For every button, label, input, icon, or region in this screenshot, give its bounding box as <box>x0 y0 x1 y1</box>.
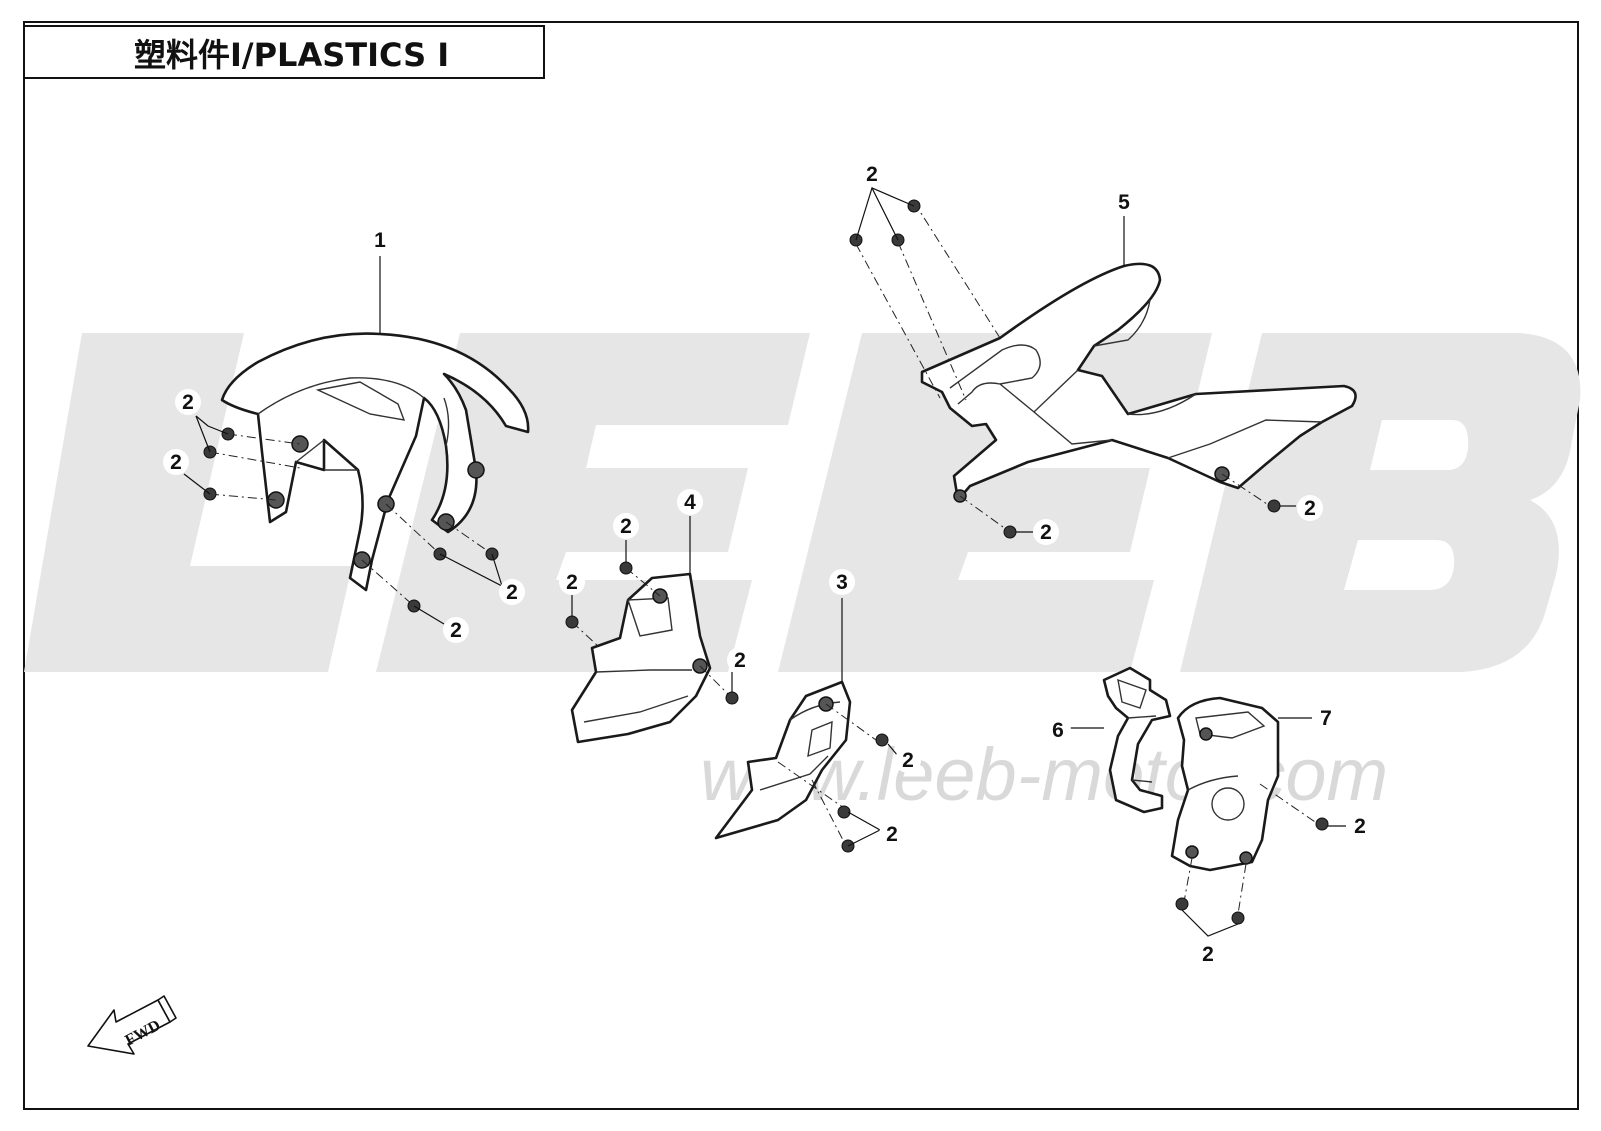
callout-label: 2 <box>170 451 182 474</box>
callout-label: 2 <box>734 649 746 672</box>
panel-mount-boss <box>1199 727 1213 741</box>
callout-label: 2 <box>506 581 518 604</box>
callout-2: 2 <box>175 389 201 415</box>
callout-2: 2 <box>163 449 189 475</box>
screw-fastener <box>1175 897 1189 911</box>
screw-fastener <box>1315 817 1329 831</box>
callout-2: 2 <box>727 647 753 673</box>
assembly-lines <box>209 201 1319 915</box>
callout-2: 2 <box>1297 495 1323 521</box>
callout-5: 5 <box>1111 189 1137 215</box>
callout-6: 6 <box>1045 717 1071 743</box>
callout-label: 2 <box>1304 497 1316 520</box>
fender-mount-boss <box>467 461 485 479</box>
callout-2: 2 <box>499 579 525 605</box>
part-3-lower-side-cover <box>714 680 852 840</box>
callout-label: 2 <box>866 163 878 186</box>
panel-mount-boss <box>1185 845 1199 859</box>
screw-fastener <box>1003 525 1017 539</box>
title-block: 塑料件Ⅰ/PLASTICS Ⅰ <box>24 25 545 79</box>
callout-2: 2 <box>613 513 639 539</box>
callout-1: 1 <box>367 227 393 253</box>
callout-label: 4 <box>684 491 696 514</box>
fender-mount-boss <box>291 435 309 453</box>
callout-label: 6 <box>1052 719 1064 742</box>
part-7-side-panel <box>1170 696 1280 872</box>
callout-label: 2 <box>450 619 462 642</box>
screw-fastener <box>619 561 633 575</box>
callout-label: 2 <box>886 823 898 846</box>
part-6-mounting-bracket <box>1102 666 1172 814</box>
callout-label: 5 <box>1118 191 1130 214</box>
screw-fastener <box>725 691 739 705</box>
callout-label: 3 <box>836 571 848 594</box>
part-4-front-side-cover <box>570 572 712 744</box>
page-title: 塑料件Ⅰ/PLASTICS Ⅰ <box>134 36 449 74</box>
callout-7: 7 <box>1313 705 1339 731</box>
callout-2: 2 <box>443 617 469 643</box>
screw-fastener <box>565 615 579 629</box>
callout-label: 2 <box>182 391 194 414</box>
callout-2: 2 <box>1195 941 1221 967</box>
panel-mount-boss <box>1239 851 1253 865</box>
callout-2: 2 <box>859 161 885 187</box>
callout-4: 4 <box>677 489 703 515</box>
callout-label: 2 <box>620 515 632 538</box>
callout-2: 2 <box>1033 519 1059 545</box>
callouts: 1 2 2 2 2 2 2 2 2 2 2 2 2 2 2 3 4 5 6 7 <box>163 161 1373 967</box>
callout-2: 2 <box>559 569 585 595</box>
fender-mount-boss <box>267 491 285 509</box>
callout-label: 2 <box>1202 943 1214 966</box>
callout-label: 2 <box>1040 521 1052 544</box>
callout-2: 2 <box>879 821 905 847</box>
screw-fastener <box>837 805 851 819</box>
callout-label: 2 <box>1354 815 1366 838</box>
callout-2: 2 <box>895 747 921 773</box>
part-5-rear-tail-cowl <box>920 262 1357 503</box>
drawing-frame <box>23 21 1579 1110</box>
screw-fastener <box>1267 499 1281 513</box>
screw-fastener <box>875 733 889 747</box>
callout-label: 2 <box>566 571 578 594</box>
fasteners <box>203 199 1329 925</box>
screw-fastener <box>1231 911 1245 925</box>
callout-2: 2 <box>1347 813 1373 839</box>
callout-label: 7 <box>1320 707 1332 730</box>
callout-3: 3 <box>829 569 855 595</box>
forward-direction-arrow: FWD <box>87 995 177 1055</box>
callout-label: 2 <box>902 749 914 772</box>
callout-label: 1 <box>374 229 386 252</box>
